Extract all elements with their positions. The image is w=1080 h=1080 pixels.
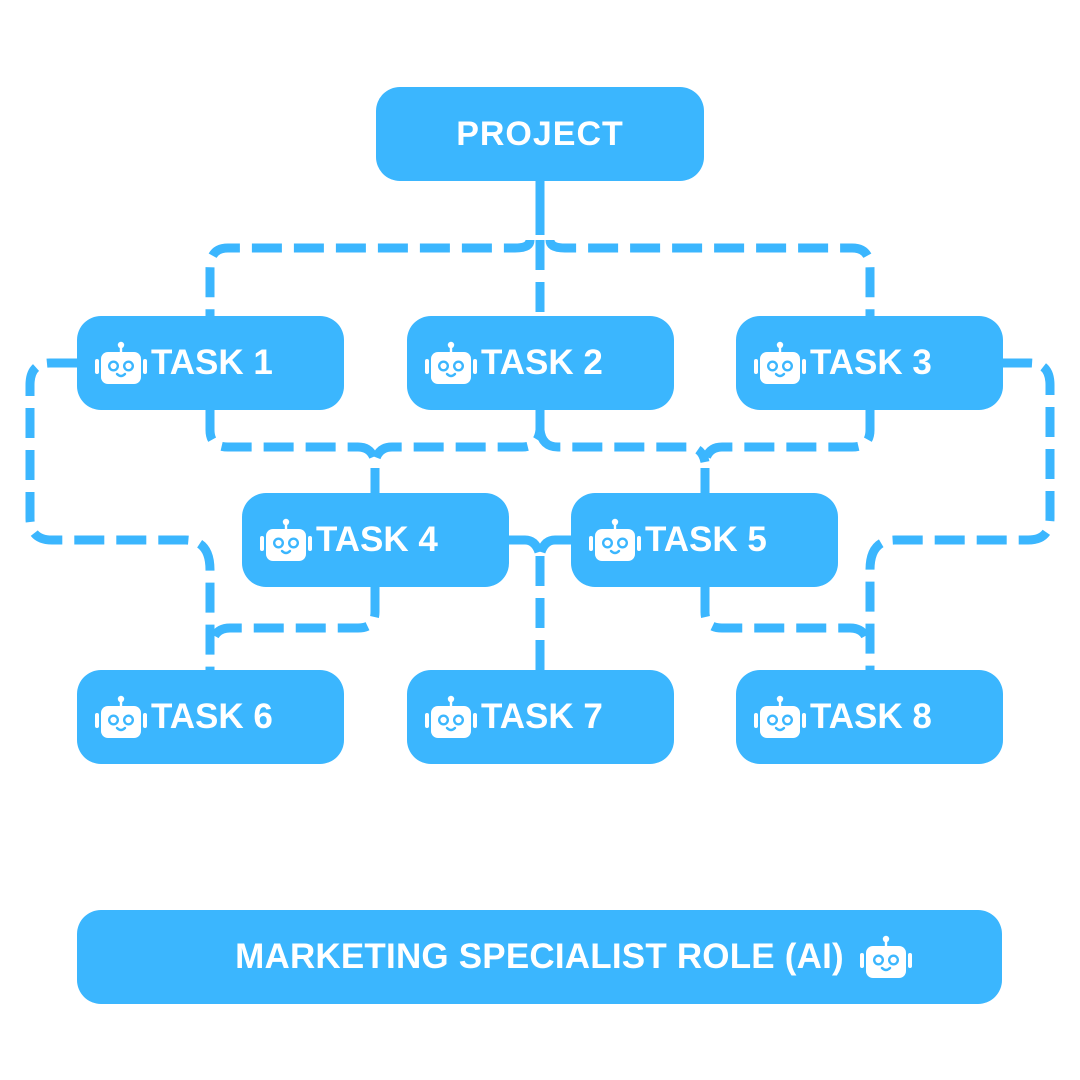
task-node-2[interactable]: TASK 2: [407, 316, 674, 410]
role-banner[interactable]: MARKETING SPECIALIST ROLE (AI): [77, 910, 1002, 1004]
project-node[interactable]: PROJECT: [376, 87, 704, 181]
task-node-3[interactable]: TASK 3: [736, 316, 1003, 410]
robot-icon: [258, 517, 314, 563]
robot-icon: [752, 694, 808, 740]
role-label: MARKETING SPECIALIST ROLE (AI): [235, 937, 844, 976]
task-label: TASK 3: [810, 343, 932, 382]
task-label: TASK 6: [151, 697, 273, 736]
robot-icon: [93, 340, 149, 386]
edge-task2-task4: [370, 410, 545, 464]
robot-icon: [423, 694, 479, 740]
robot-icon: [752, 340, 808, 386]
task-node-6[interactable]: TASK 6: [77, 670, 344, 764]
task-node-5[interactable]: TASK 5: [571, 493, 838, 587]
edge-task3-task8: [865, 358, 1055, 670]
task-label: TASK 7: [481, 697, 603, 736]
task-label: TASK 4: [316, 520, 438, 559]
edge-task1-task6: [25, 358, 215, 670]
edge-task1-task4: [205, 410, 380, 464]
robot-icon: [587, 517, 643, 563]
task-node-7[interactable]: TASK 7: [407, 670, 674, 764]
task-label: TASK 1: [151, 343, 273, 382]
project-label: PROJECT: [456, 114, 624, 153]
edge-project-task3: [545, 239, 875, 316]
task-label: TASK 5: [645, 520, 767, 559]
task-node-8[interactable]: TASK 8: [736, 670, 1003, 764]
edge-task2-task5: [535, 429, 710, 464]
task-label: TASK 2: [481, 343, 603, 382]
task-label: TASK 8: [810, 697, 932, 736]
robot-icon: [93, 694, 149, 740]
robot-icon: [423, 340, 479, 386]
task-node-4[interactable]: TASK 4: [242, 493, 509, 587]
robot-icon: [858, 934, 914, 980]
edge-task3-task5: [700, 410, 875, 464]
edge-task4-task6: [207, 587, 380, 646]
edge-project-task1: [205, 239, 535, 316]
edge-task4-task7: [508, 535, 544, 554]
edge-task5-task8: [700, 587, 873, 646]
edge-task5-task7: [536, 535, 571, 554]
task-node-1[interactable]: TASK 1: [77, 316, 344, 410]
